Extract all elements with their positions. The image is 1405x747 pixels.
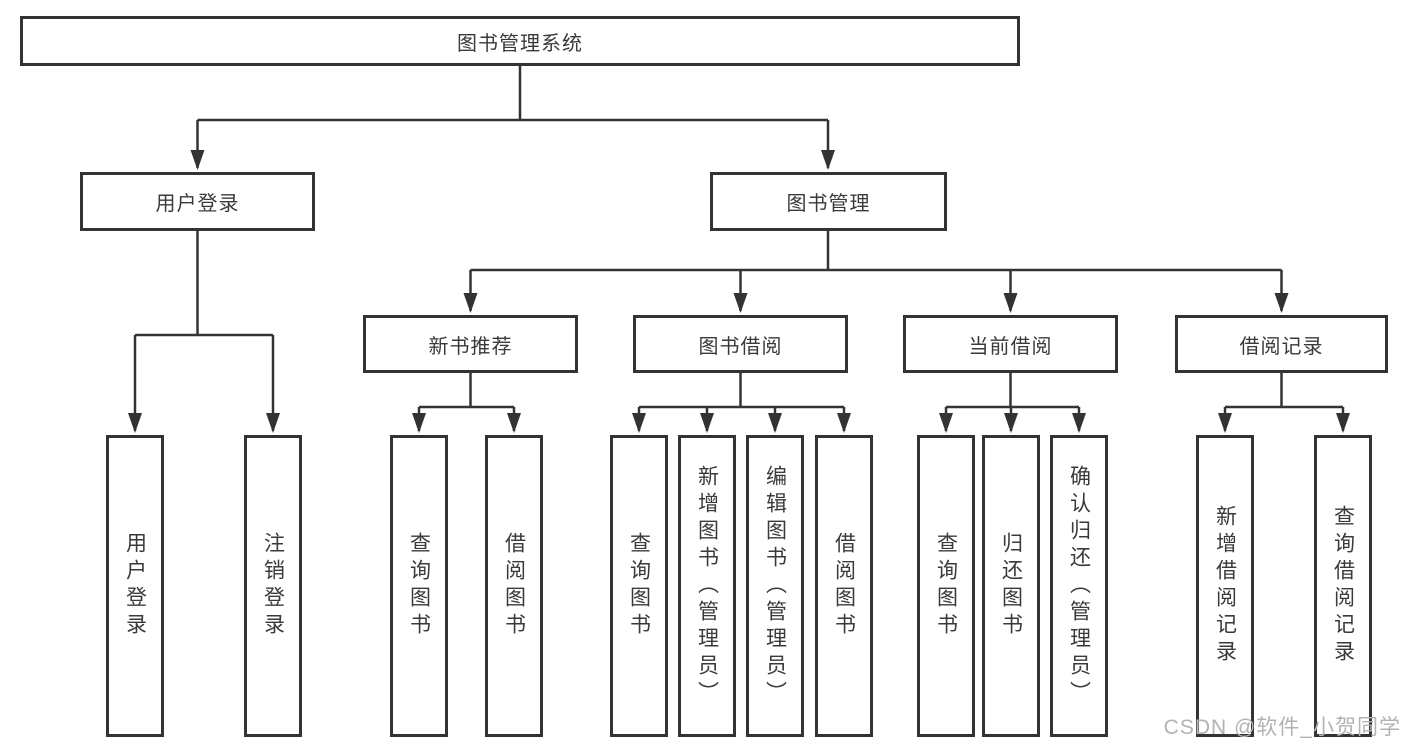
leaf-borrow-books-1: 借阅图书 xyxy=(485,435,543,737)
node-borrow-records: 借阅记录 xyxy=(1175,315,1388,373)
leaf-confirm-return-admin: 确认归还（管理员） xyxy=(1050,435,1108,737)
csdn-watermark: CSDN @软件_小贺同学 xyxy=(1163,716,1401,739)
leaf-add-borrow-record: 新增借阅记录 xyxy=(1196,435,1254,737)
leaf-query-books-2: 查询图书 xyxy=(610,435,668,737)
leaf-query-books-1: 查询图书 xyxy=(390,435,448,737)
leaf-add-book-admin: 新增图书（管理员） xyxy=(678,435,736,737)
node-root-system: 图书管理系统 xyxy=(20,16,1020,66)
leaf-query-books-3: 查询图书 xyxy=(917,435,975,737)
leaf-query-borrow-record: 查询借阅记录 xyxy=(1314,435,1372,737)
node-new-book-recommend: 新书推荐 xyxy=(363,315,578,373)
leaf-logout: 注销登录 xyxy=(244,435,302,737)
node-book-management: 图书管理 xyxy=(710,172,947,231)
leaf-edit-book-admin: 编辑图书（管理员） xyxy=(746,435,804,737)
leaf-borrow-books-2: 借阅图书 xyxy=(815,435,873,737)
leaf-return-book: 归还图书 xyxy=(982,435,1040,737)
node-current-borrow: 当前借阅 xyxy=(903,315,1118,373)
node-book-borrow: 图书借阅 xyxy=(633,315,848,373)
node-user-login: 用户登录 xyxy=(80,172,315,231)
leaf-user-login: 用户登录 xyxy=(106,435,164,737)
